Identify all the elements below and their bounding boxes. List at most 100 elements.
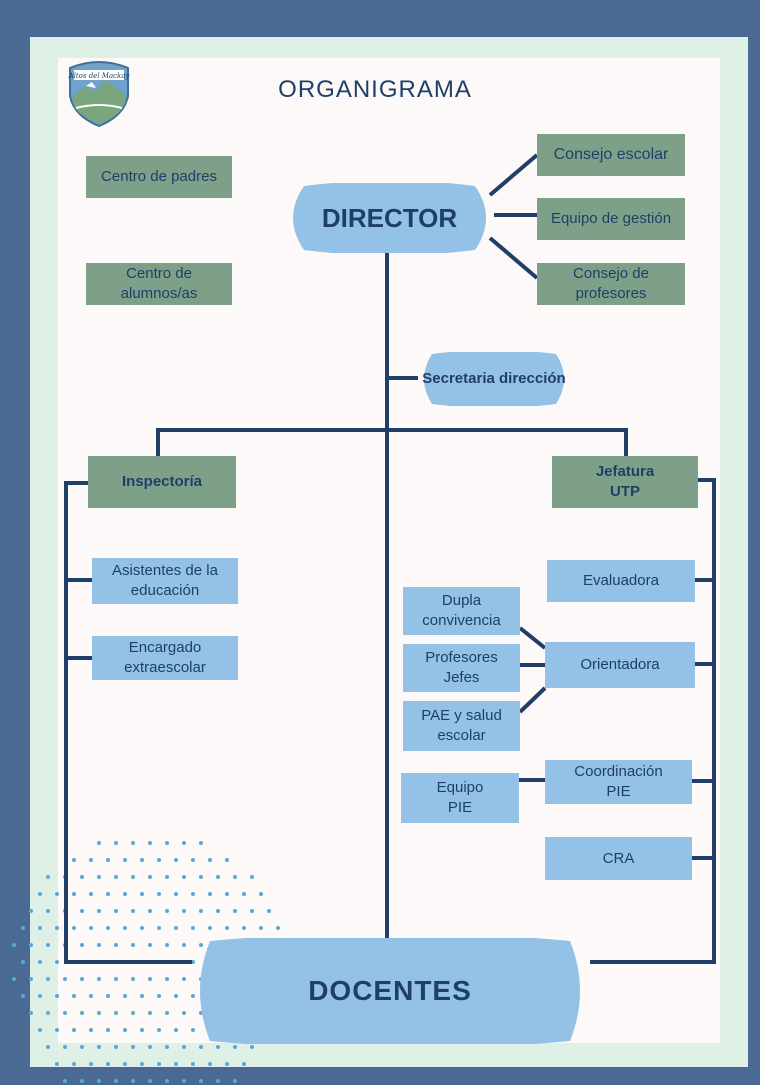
pattern-dot [165, 841, 169, 845]
pattern-dot [114, 1045, 118, 1049]
pattern-dot [148, 875, 152, 879]
pattern-dot [29, 943, 33, 947]
pattern-dot [46, 943, 50, 947]
pattern-dot [140, 1062, 144, 1066]
pattern-dot [63, 977, 67, 981]
centro-alumnos-box: Centro de alumnos/as [86, 263, 232, 305]
pattern-dot [199, 875, 203, 879]
pattern-dot [199, 1079, 203, 1083]
pattern-dot [72, 926, 76, 930]
pattern-dot [55, 892, 59, 896]
pattern-dot [38, 926, 42, 930]
consejo-escolar-box: Consejo escolar [537, 134, 685, 176]
pattern-dot [208, 858, 212, 862]
pattern-dot [182, 875, 186, 879]
right-border [748, 0, 760, 1085]
pattern-dot [63, 1011, 67, 1015]
pattern-dot [114, 977, 118, 981]
pae-label: PAE y salud escolar [421, 707, 502, 744]
pattern-dot [38, 994, 42, 998]
pattern-dot [29, 909, 33, 913]
pattern-dot [140, 858, 144, 862]
pattern-dot [165, 909, 169, 913]
pattern-dot [46, 1011, 50, 1015]
pattern-dot [46, 977, 50, 981]
pattern-dot [165, 1079, 169, 1083]
pattern-dot [114, 1011, 118, 1015]
pattern-dot [182, 909, 186, 913]
pattern-dot [72, 1028, 76, 1032]
pattern-dot [97, 1011, 101, 1015]
pattern-dot [216, 875, 220, 879]
pattern-dot [191, 1062, 195, 1066]
pattern-dot [114, 909, 118, 913]
pattern-dot [123, 858, 127, 862]
pattern-dot [80, 977, 84, 981]
pattern-dot [182, 1079, 186, 1083]
pattern-dot [80, 943, 84, 947]
pattern-dot [225, 858, 229, 862]
pattern-dot [148, 943, 152, 947]
pattern-dot [225, 1062, 229, 1066]
pattern-dot [46, 1045, 50, 1049]
pattern-dot [72, 994, 76, 998]
pattern-dot [89, 1028, 93, 1032]
pattern-dot [12, 943, 16, 947]
pattern-dot [80, 1011, 84, 1015]
centro-padres-label: Centro de padres [101, 168, 217, 185]
pattern-dot [242, 1062, 246, 1066]
pattern-dot [233, 1079, 237, 1083]
pattern-dot [89, 994, 93, 998]
pattern-dot [55, 960, 59, 964]
jefatura-utp-box: Jefatura UTP [552, 456, 698, 508]
pattern-dot [106, 1062, 110, 1066]
pattern-dot [114, 1079, 118, 1083]
pattern-dot [89, 1062, 93, 1066]
pattern-dot [233, 909, 237, 913]
school-logo: Altos del Mackay [68, 61, 130, 128]
centro-padres-box: Centro de padres [86, 156, 232, 198]
pattern-dot [97, 875, 101, 879]
pattern-dot [199, 943, 203, 947]
pattern-dot [165, 1011, 169, 1015]
pattern-dot [97, 841, 101, 845]
bottom-border [0, 1067, 760, 1085]
pattern-dot [131, 841, 135, 845]
pattern-dot [80, 1045, 84, 1049]
pattern-dot [55, 1028, 59, 1032]
profesores-jefes-label: Profesores Jefes [425, 649, 498, 686]
pattern-dot [97, 977, 101, 981]
secretaria-label: Secretaria dirección [422, 370, 566, 387]
pattern-dot [191, 858, 195, 862]
pattern-dot [29, 1011, 33, 1015]
pattern-dot [21, 960, 25, 964]
pattern-dot [114, 875, 118, 879]
pattern-dot [97, 943, 101, 947]
pattern-dot [55, 926, 59, 930]
pattern-dot [72, 892, 76, 896]
consejo-profesores-box: Consejo de profesores [537, 263, 685, 305]
equipo-gestion-label: Equipo de gestión [550, 210, 672, 227]
pattern-dot [131, 1011, 135, 1015]
pattern-dot [106, 858, 110, 862]
pattern-dot [131, 943, 135, 947]
pattern-dot [46, 909, 50, 913]
pattern-dot [80, 875, 84, 879]
pattern-dot [174, 858, 178, 862]
pattern-dot [157, 858, 161, 862]
pattern-dot [89, 892, 93, 896]
cra-box: CRA [545, 837, 692, 880]
pattern-dot [131, 977, 135, 981]
pattern-dot [182, 977, 186, 981]
pattern-dot [63, 1079, 67, 1083]
evaluadora-box: Evaluadora [547, 560, 695, 602]
pattern-dot [208, 892, 212, 896]
pattern-dot [80, 1079, 84, 1083]
pattern-dot [123, 1062, 127, 1066]
pattern-dot [225, 892, 229, 896]
pae-box: PAE y salud escolar [403, 701, 520, 751]
evaluadora-label: Evaluadora [583, 572, 659, 589]
profesores-jefes-box: Profesores Jefes [403, 644, 520, 692]
pattern-dot [182, 841, 186, 845]
pattern-dot [259, 926, 263, 930]
